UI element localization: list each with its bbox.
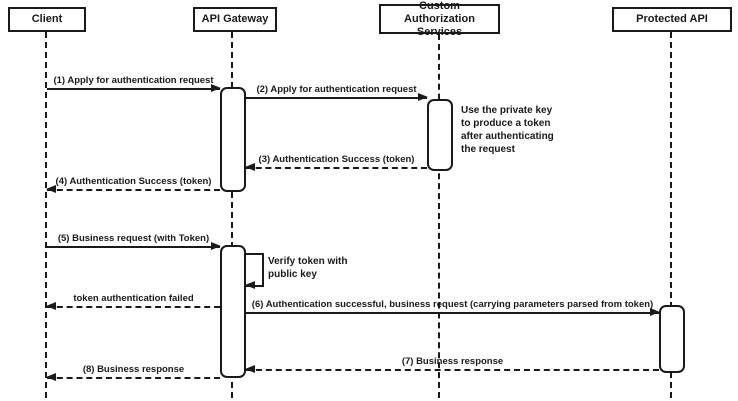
message-8-line <box>246 312 659 314</box>
participant-client: Client <box>8 7 86 32</box>
arrowhead-right-icon <box>211 84 221 92</box>
participant-label: API Gateway <box>201 13 269 25</box>
message-5-line <box>47 246 220 248</box>
message-8-label: (6) Authentication successful, business … <box>251 299 654 310</box>
activation-api-gateway-business <box>220 245 246 378</box>
message-5-label: (5) Business request (with Token) <box>57 233 210 244</box>
participant-api-gateway: API Gateway <box>193 7 277 32</box>
message-9-line <box>246 369 659 371</box>
message-4-line <box>47 189 220 191</box>
self-message-right-line <box>262 253 264 287</box>
lifeline-client <box>45 32 47 398</box>
arrowhead-right-icon <box>418 93 428 101</box>
message-3-line <box>246 167 427 169</box>
self-message-label: Verify token with public key <box>268 256 348 280</box>
message-3-label: (3) Authentication Success (token) <box>258 154 415 165</box>
self-message-top-line <box>246 253 264 255</box>
self-message-bottom-line <box>246 285 264 287</box>
lifeline-protected-api <box>670 32 672 398</box>
arrowhead-right-icon <box>211 242 221 250</box>
arrowhead-left-icon <box>46 185 56 193</box>
arrowhead-left-icon <box>46 373 56 381</box>
arrowhead-left-icon <box>245 163 255 171</box>
message-7-line <box>47 306 220 308</box>
message-7-label: token authentication failed <box>73 293 194 304</box>
message-4-label: (4) Authentication Success (token) <box>55 176 212 187</box>
activation-api-gateway-auth <box>220 87 246 192</box>
activation-custom-authorization-services <box>427 99 453 171</box>
message-1-line <box>47 88 220 90</box>
activation-protected-api <box>659 305 685 373</box>
arrowhead-left-icon <box>245 365 255 373</box>
note-private-key: Use the private key to produce a token a… <box>461 105 554 155</box>
message-9-label: (7) Business response <box>401 356 504 367</box>
participant-custom-authorization-services: Custom Authorization Services <box>379 0 500 38</box>
message-10-label: (8) Business response <box>82 364 185 375</box>
participant-label: Protected API <box>636 13 708 25</box>
arrowhead-left-icon <box>245 281 255 289</box>
participant-label: Client <box>31 13 63 25</box>
message-2-line <box>246 97 427 99</box>
arrowhead-right-icon <box>650 308 660 316</box>
message-2-label: (2) Apply for authentication request <box>256 84 417 95</box>
lifeline-api-gateway <box>231 32 233 398</box>
message-10-line <box>47 377 220 379</box>
arrowhead-left-icon <box>46 302 56 310</box>
lifeline-custom-authorization-services <box>438 34 440 398</box>
message-1-label: (1) Apply for authentication request <box>53 75 214 86</box>
participant-label: Custom Authorization Services <box>404 0 475 38</box>
participant-protected-api: Protected API <box>612 7 732 32</box>
